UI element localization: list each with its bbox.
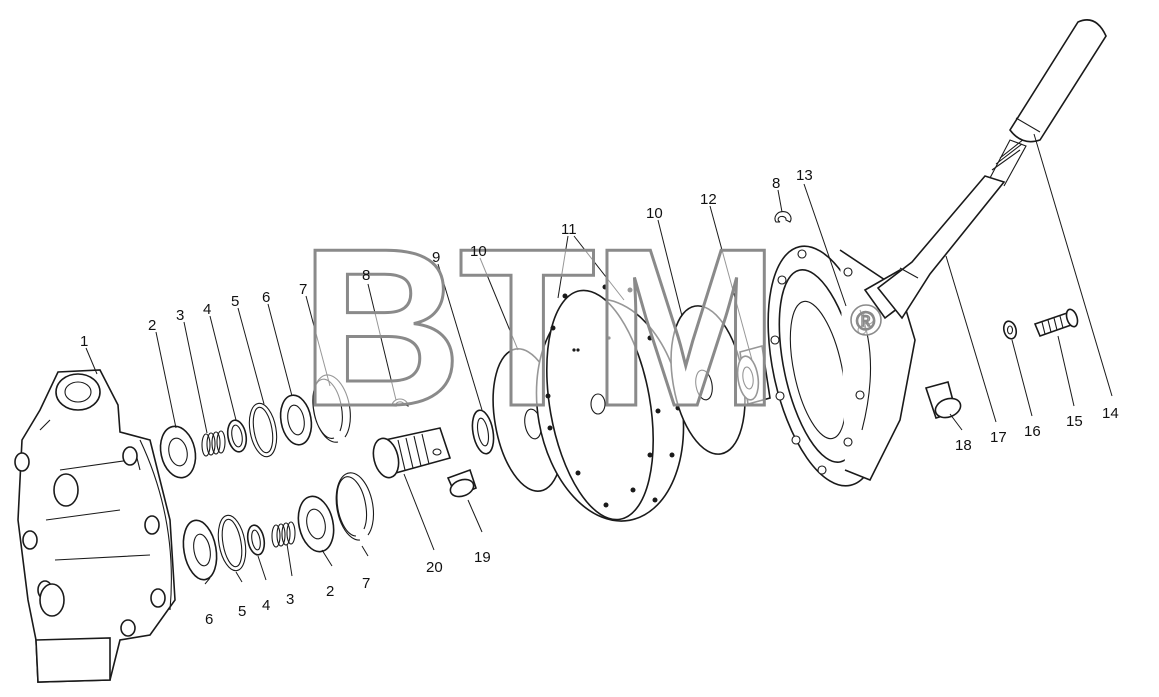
lower-valve-stack <box>182 472 375 581</box>
callout-18: 18 <box>955 437 972 454</box>
pin-right <box>924 381 962 419</box>
callout-12: 12 <box>700 191 717 208</box>
watermark-text: BTM <box>300 201 775 453</box>
diaphragm-plate-right <box>670 305 746 455</box>
callout-6-upper: 6 <box>262 289 270 306</box>
nut <box>736 344 771 406</box>
callout-19: 19 <box>474 549 491 566</box>
btm-watermark: BTM ® <box>299 200 882 455</box>
callout-labels: 1 2 3 4 5 6 7 8 9 10 11 10 12 8 13 14 15… <box>80 167 1119 628</box>
callout-4-upper: 4 <box>203 301 211 318</box>
clip-right <box>774 211 792 223</box>
callout-8-left: 8 <box>362 267 370 284</box>
callout-3-upper: 3 <box>176 307 184 324</box>
callout-13: 13 <box>796 167 813 184</box>
washer <box>471 409 495 455</box>
callout-2-lower: 2 <box>326 583 334 600</box>
lever-arm <box>876 138 1027 320</box>
small-nut <box>1002 320 1018 340</box>
registered-mark-ring <box>850 304 882 336</box>
callout-10-left: 10 <box>470 243 487 260</box>
callout-10-right: 10 <box>646 205 663 222</box>
callout-16: 16 <box>1024 423 1041 440</box>
upper-valve-stack <box>159 374 351 479</box>
callout-7-lower: 7 <box>362 575 370 592</box>
callout-11: 11 <box>561 221 577 238</box>
valve-body <box>14 369 176 683</box>
callout-7-upper: 7 <box>299 281 307 298</box>
plug <box>372 427 452 479</box>
bolt <box>1033 308 1079 338</box>
clip-left <box>391 398 409 407</box>
callout-20: 20 <box>426 559 443 576</box>
callout-9: 9 <box>432 249 440 266</box>
callout-4-lower: 4 <box>262 597 270 614</box>
callout-8-right: 8 <box>772 175 780 192</box>
pin-left <box>446 468 477 498</box>
callout-2-upper: 2 <box>148 317 156 334</box>
callout-5-upper: 5 <box>231 293 239 310</box>
callout-3-lower: 3 <box>286 591 294 608</box>
callout-14: 14 <box>1102 405 1119 422</box>
leader-lines <box>85 133 1113 585</box>
callout-17: 17 <box>990 429 1007 446</box>
callout-15: 15 <box>1066 413 1083 430</box>
callout-1: 1 <box>80 333 88 350</box>
registered-mark: ® <box>856 306 875 336</box>
handle-grip <box>1009 19 1107 143</box>
callout-5-lower: 5 <box>238 603 246 620</box>
callout-6-lower: 6 <box>205 611 213 628</box>
